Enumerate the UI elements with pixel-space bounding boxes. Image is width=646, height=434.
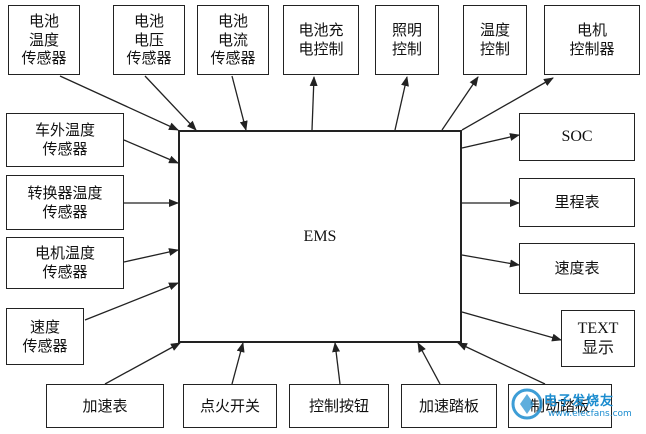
motor-temp-sensor-box: 电机温度 传感器 [6,237,124,289]
arrow-outside-temp [123,139,179,164]
arrow-lighting [394,76,409,131]
accelerator-pedal-label: 加速踏板 [418,396,479,415]
control-button-label: 控制按钮 [308,396,369,415]
arrow-ignition [231,342,245,385]
arrow-battery-temp [59,75,179,131]
temperature-control-box: 温度 控制 [463,5,527,75]
text-display-label: TEXT 显示 [577,319,619,357]
accelerometer-box: 加速表 [46,384,164,428]
ignition-switch-label: 点火开关 [199,396,260,415]
watermark-text: 电子发烧友 [544,394,615,409]
control-button-box: 控制按钮 [289,384,389,428]
arrow-charge-control [309,76,318,131]
battery-current-sensor-box: 电池 电流 传感器 [197,5,269,75]
arrow-battery-current [231,75,248,131]
arrow-control-button [332,342,341,385]
arrow-speed-sensor [84,282,179,321]
arrow-text-display [461,311,562,342]
arrow-speedometer [461,254,520,268]
ignition-switch-box: 点火开关 [183,384,277,428]
text-display-box: TEXT 显示 [561,310,635,367]
speed-sensor-box: 速度 传感器 [6,308,84,365]
accelerator-pedal-box: 加速踏板 [401,384,497,428]
lighting-control-label: 照明 控制 [391,21,422,58]
arrow-motor-controller [461,77,554,131]
odometer-box: 里程表 [519,178,635,227]
arrow-temp-control [441,76,479,131]
arrow-battery-voltage [144,75,197,131]
battery-voltage-sensor-box: 电池 电压 传感器 [113,5,185,75]
battery-charge-control-label: 电池充 电控制 [298,21,344,58]
converter-temp-sensor-box: 转换器温度 传感器 [6,175,124,230]
lighting-control-box: 照明 控制 [375,5,439,75]
outside-temp-sensor-label: 车外温度 传感器 [34,121,95,158]
speedometer-label: 速度表 [554,259,600,278]
watermark-url: www.elecfans.com [548,409,632,419]
motor-controller-box: 电机 控制器 [544,5,640,75]
outside-temp-sensor-box: 车外温度 传感器 [6,113,124,167]
odometer-label: 里程表 [554,193,600,212]
arrow-brake-pedal [457,342,546,385]
arrow-soc [461,133,520,149]
speed-sensor-label: 速度 传感器 [22,317,68,355]
battery-temp-sensor-box: 电池 温度 传感器 [8,5,80,75]
brake-pedal-label: 制动踏板 [529,396,590,415]
watermark-logo-icon [511,388,543,420]
ems-label: EMS [303,227,337,245]
arrow-accel-pedal [417,342,441,385]
ems-box: EMS [178,130,462,343]
battery-temp-sensor-label: 电池 温度 传感器 [21,11,67,68]
watermark: 电子发烧友 www.elecfans.com [508,380,638,430]
arrow-motor-temp [123,248,179,263]
speedometer-box: 速度表 [519,243,635,294]
accelerometer-label: 加速表 [82,396,128,415]
temperature-control-label: 温度 控制 [479,21,510,58]
motor-controller-label: 电机 控制器 [569,21,615,58]
soc-box: SOC [519,113,635,161]
battery-charge-control-box: 电池充 电控制 [283,5,359,75]
battery-current-sensor-label: 电池 电流 传感器 [210,11,256,68]
soc-label: SOC [561,128,593,145]
arrow-accelerometer [104,342,181,385]
battery-voltage-sensor-label: 电池 电压 传感器 [126,11,172,68]
motor-temp-sensor-label: 电机温度 传感器 [34,244,95,281]
converter-temp-sensor-label: 转换器温度 传感器 [27,183,103,221]
